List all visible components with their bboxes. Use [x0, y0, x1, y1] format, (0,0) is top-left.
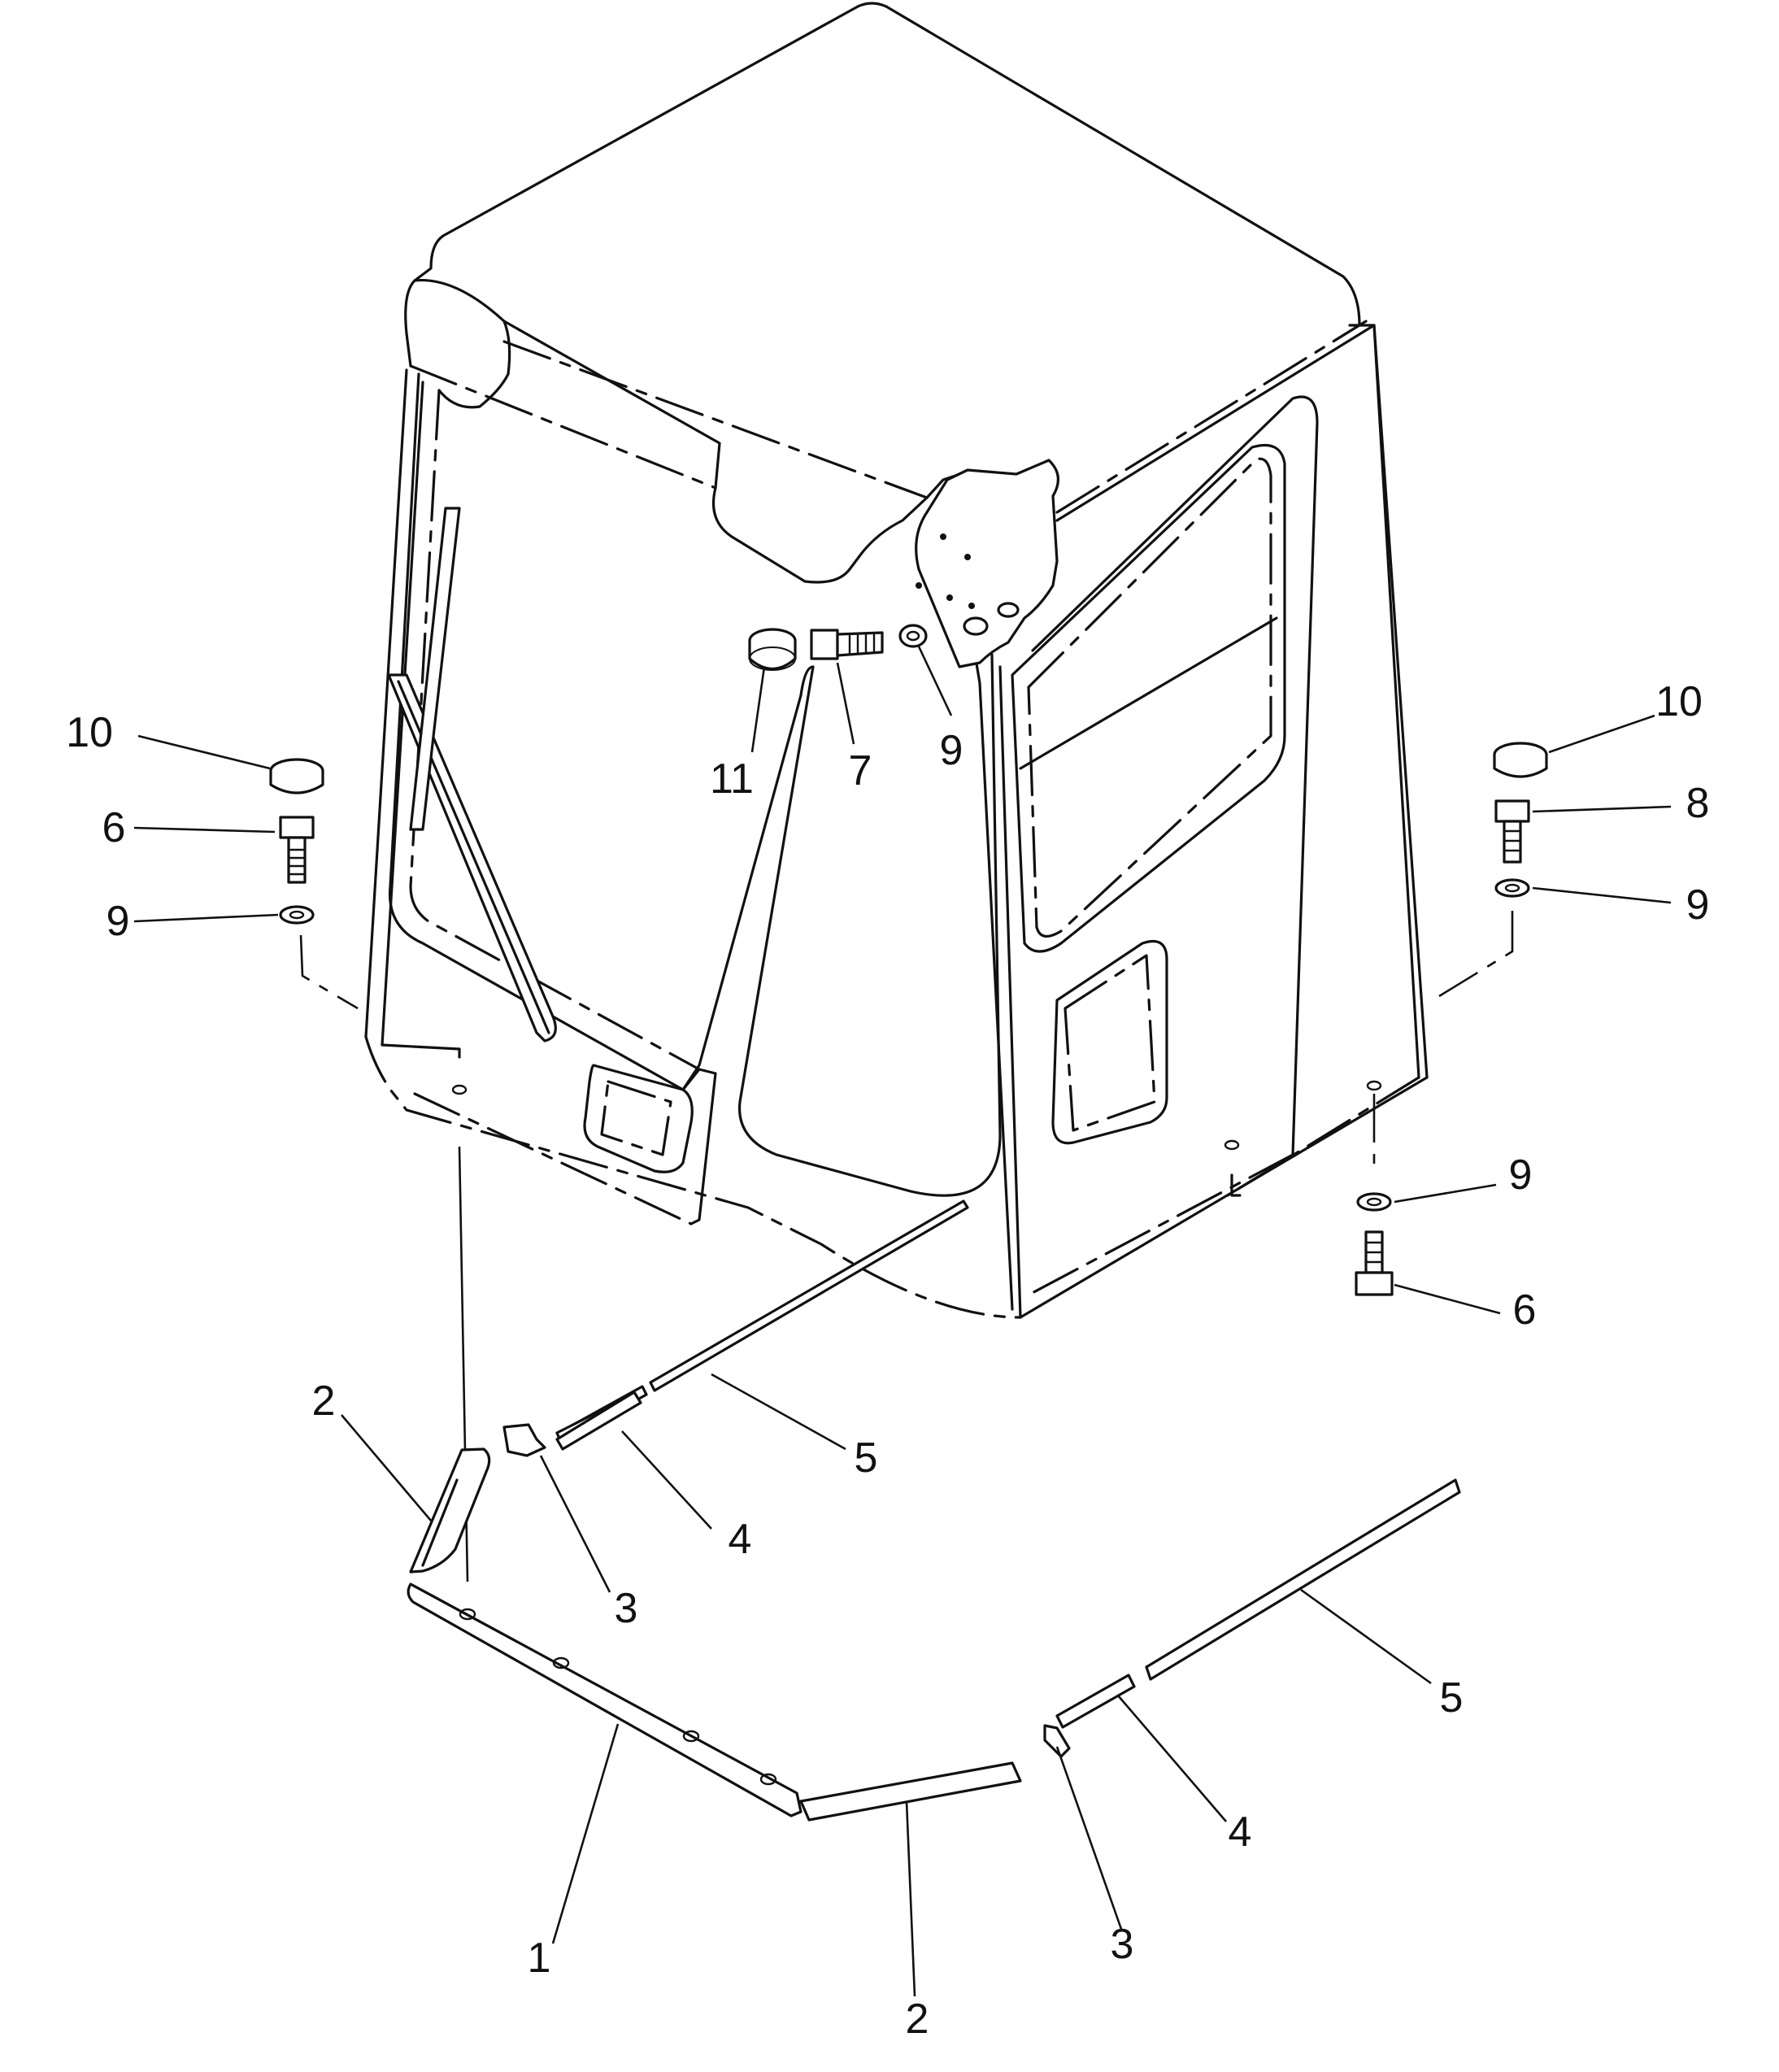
- callout-9-top: 9: [940, 727, 963, 774]
- callout-7: 7: [849, 747, 872, 794]
- parts-hardware: [269, 624, 1548, 1296]
- callout-2-upper: 2: [312, 1378, 336, 1425]
- callout-2-lower: 2: [906, 1996, 929, 2043]
- callout-10-right: 10: [1655, 678, 1703, 725]
- callout-11: 11: [710, 755, 754, 803]
- callout-5-lower: 5: [1440, 1674, 1464, 1722]
- strip-part-5-lower: [1145, 1478, 1461, 1681]
- callout-6-right-bottom: 6: [1513, 1286, 1537, 1334]
- bolt-part-6-left: [279, 816, 315, 884]
- callout-10-left: 10: [66, 709, 113, 756]
- callout-1: 1: [528, 1935, 551, 1982]
- callout-6-left: 6: [102, 804, 126, 851]
- washer-part-9-right: [1494, 878, 1530, 898]
- cap-part-10-right: [1493, 742, 1548, 778]
- callout-9-right-bottom: 9: [1509, 1151, 1533, 1199]
- leader-lines: [133, 646, 1672, 1997]
- callout-9-right: 9: [1686, 881, 1710, 929]
- callout-8: 8: [1686, 780, 1710, 827]
- callout-3-lower: 3: [1111, 1921, 1134, 1968]
- cap-part-10-left: [269, 758, 324, 794]
- callout-9-left: 9: [107, 898, 130, 945]
- cap-part-11: [748, 628, 797, 671]
- parts-trim: [407, 1146, 1461, 1822]
- strip-part-5-upper: [649, 1199, 969, 1392]
- trim-part-1: [407, 1582, 803, 1817]
- strip-part-4-upper-main: [555, 1391, 642, 1451]
- strip-part-4-lower: [1055, 1674, 1136, 1729]
- callout-labels: 10 6 9 11 7 9 10 8 9 9 6 5 4 3 2 5 4 3 1…: [66, 678, 1709, 2043]
- callout-4-lower: 4: [1229, 1809, 1252, 1856]
- bolt-part-6-right-bottom: [1355, 1230, 1394, 1296]
- washer-part-9-right-bottom: [1356, 1192, 1392, 1212]
- bracket-part-3-upper: [502, 1423, 546, 1457]
- trim-part-2-upper: [409, 1447, 491, 1574]
- callout-3-upper: 3: [615, 1585, 638, 1632]
- trim-part-2-lower: [799, 1761, 1022, 1822]
- washer-part-9-left: [279, 905, 315, 925]
- bracket-part-3-lower: [1043, 1724, 1071, 1758]
- washer-part-9-top: [898, 624, 928, 648]
- callout-5-upper: 5: [855, 1434, 878, 1482]
- callout-4-upper: 4: [729, 1516, 752, 1563]
- bolt-part-7: [810, 629, 884, 660]
- cab-body: [364, 2, 1429, 1319]
- bolt-part-8-right: [1494, 799, 1530, 864]
